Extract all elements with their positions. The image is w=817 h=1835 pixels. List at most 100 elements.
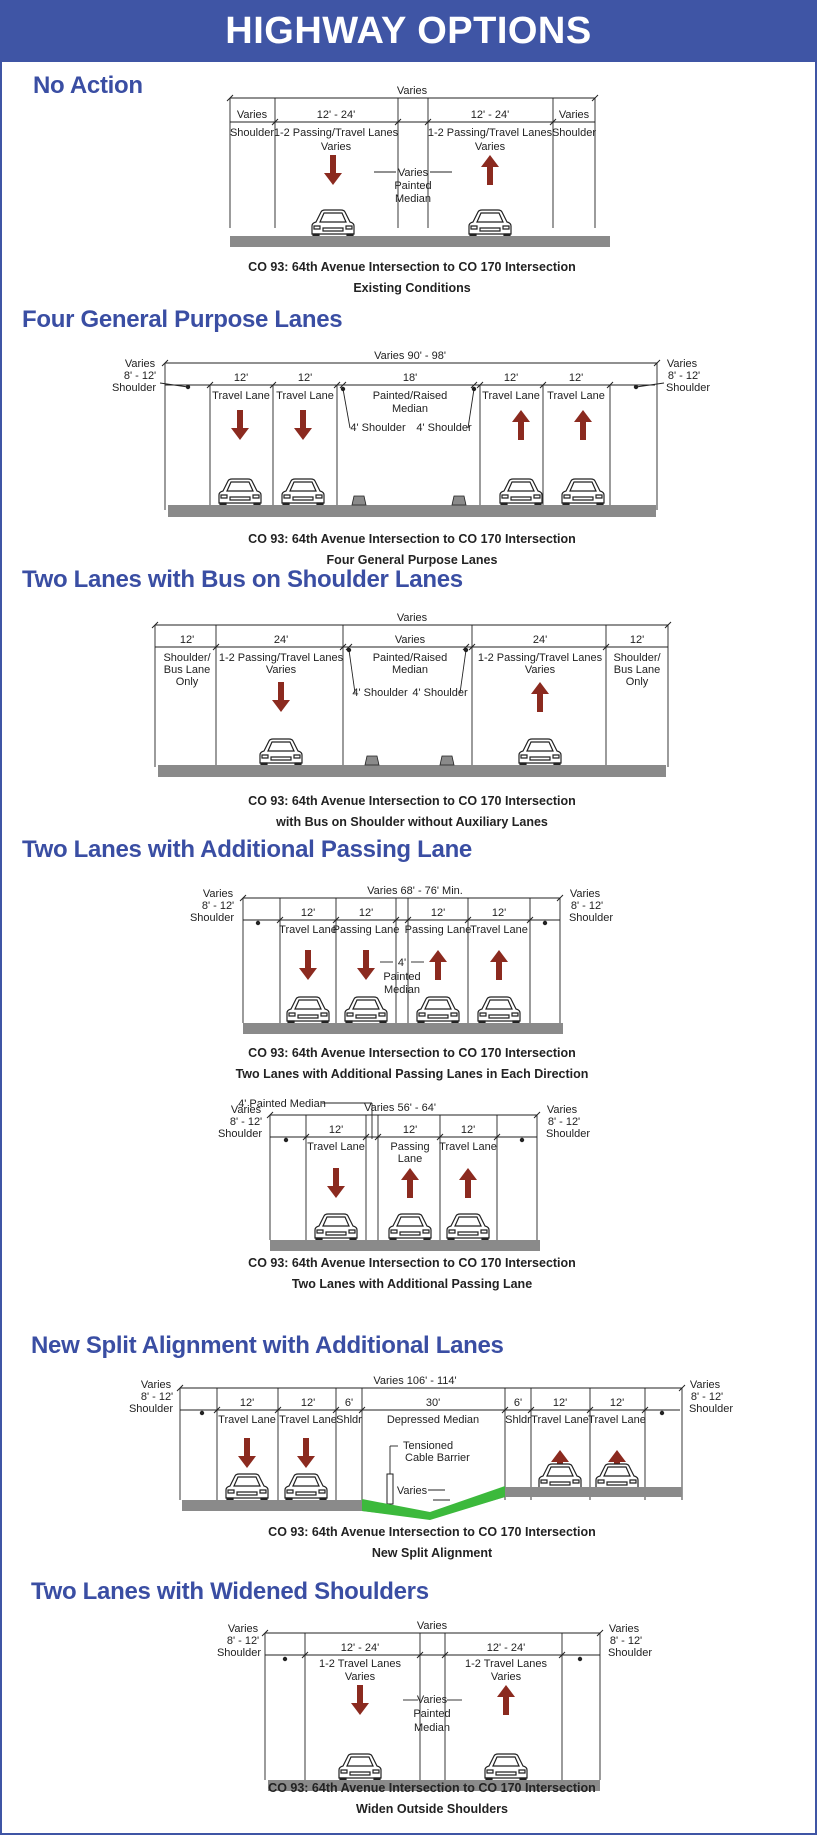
diagram-label: Varies [203,888,234,900]
dimension-line [212,643,220,651]
road-surface [230,236,610,247]
diagram-label: 12' [630,634,644,646]
diagram-label: 12' [301,907,315,919]
heading-four-general-purpose: Four General Purpose Lanes [22,306,343,333]
heading-split-alignment: New Split Alignment with Additional Lane… [31,1332,504,1359]
diagram-label: 1-2 Travel Lanes [319,1658,401,1670]
diagram-label: 4' Shoulder [412,687,468,699]
diagram-label: Depressed Median [387,1414,479,1426]
diagram-label: Varies [398,167,429,179]
dimension-line [332,1406,340,1414]
arrow-up-icon [459,1168,477,1198]
diagram-label: 12' [569,372,583,384]
diagram-label: CO 93: 64th Avenue Intersection to CO 17… [268,1525,596,1539]
diagram-label: Travel Lane [279,924,337,936]
arrow-down-icon [299,950,317,980]
heading-no-action: No Action [33,72,143,99]
diagram-label: Varies [231,1104,262,1116]
dimension-line [276,916,284,924]
arrow-down-icon [272,682,290,712]
diagram-label: Painted [413,1708,450,1720]
diagram-label: Shoulder [666,382,710,394]
diagram-label: Travel Lane [482,390,540,402]
diagram-label: Bus Lane [614,664,660,676]
car-icon [286,996,330,1025]
dimension-line [302,1133,310,1141]
diagram-label: Shoulder [608,1647,652,1659]
diagram-label: Lane [398,1153,422,1165]
leader-dot [519,1137,525,1143]
diagram-label: CO 93: 64th Avenue Intersection to CO 17… [248,1046,576,1060]
diagram-label: 12' [359,907,373,919]
diagram-label: Varies 90' - 98' [374,350,446,362]
dimension-line [404,916,412,924]
diagram-label: Varies [417,1620,448,1632]
median-curb [351,495,367,506]
diagram-label: 12' [329,1124,343,1136]
dimension-line [459,649,467,694]
car-icon [538,1463,582,1492]
diagram-label: 8' - 12' [230,1116,262,1128]
dimension-line [339,381,347,389]
dimension-line [441,1651,449,1659]
diagram-label: Varies [228,1623,259,1635]
diagram-label: Shoulder [230,127,274,139]
diagram-label: Varies [345,1671,376,1683]
road-surface [158,765,666,777]
arrow-down-icon [297,1438,315,1468]
diagram-label: Shoulder [218,1128,262,1140]
diagram-label: Travel Lane [470,924,528,936]
diagram-label: Shoulder [689,1403,733,1415]
leader-dot [282,1656,288,1662]
page-title: HIGHWAY OPTIONS [0,0,817,62]
car-icon [446,1213,490,1242]
diagram-label: Travel Lane [439,1141,497,1153]
arrow-down-icon [231,410,249,440]
diagram-label: 8' - 12' [610,1635,642,1647]
arrow-up-icon [481,155,499,185]
diagram-label: Widen Outside Shoulders [356,1802,508,1816]
dimension-line [462,643,470,651]
depressed-median [362,1486,505,1520]
dimension-line [339,643,347,651]
diagram-label: Varies [667,358,698,370]
diagram-label: Varies 68' - 76' Min. [367,885,463,897]
diagram-label: Travel Lane [212,390,270,402]
arrow-down-icon [351,1685,369,1715]
dimension-line [424,118,432,126]
diagram-label: Shldr [505,1414,531,1426]
diagram-label: Varies [690,1379,721,1391]
arrow-down-icon [357,950,375,980]
diagram-label: Shoulder [129,1403,173,1415]
diagram-label: 1-2 Passing/Travel Lanes [274,127,399,139]
road-surface [182,1487,682,1519]
diagram-label: Varies [475,141,506,153]
diagram-label: Median [384,984,420,996]
diagram-label: Median [392,664,428,676]
diagram-label: Shoulder [552,127,596,139]
arrow-down-icon [324,155,342,185]
diagram-label: 1-2 Passing/Travel Lanes [478,652,603,664]
dimension-line [641,1406,649,1414]
diagram-label: Varies [125,358,156,370]
diagram-label: 30' [426,1397,440,1409]
dimension-line [416,1651,424,1659]
diagram-label: Bus Lane [164,664,210,676]
car-icon [499,478,543,507]
diagram-label: 6' [514,1397,522,1409]
dimension-line [470,381,478,389]
diagram-label: 8' - 12' [571,900,603,912]
diagram-label: CO 93: 64th Avenue Intersection to CO 17… [248,260,576,274]
dimension-line [392,916,400,924]
diagram-label: 12' - 24' [487,1642,525,1654]
diagram-label: 12' [610,1397,624,1409]
arrow-up-icon [574,410,592,440]
diagram-label: 8' - 12' [691,1391,723,1403]
median-curb [451,495,467,506]
diagram-label: Shldr [336,1414,362,1426]
arrow-up-icon [512,410,530,440]
